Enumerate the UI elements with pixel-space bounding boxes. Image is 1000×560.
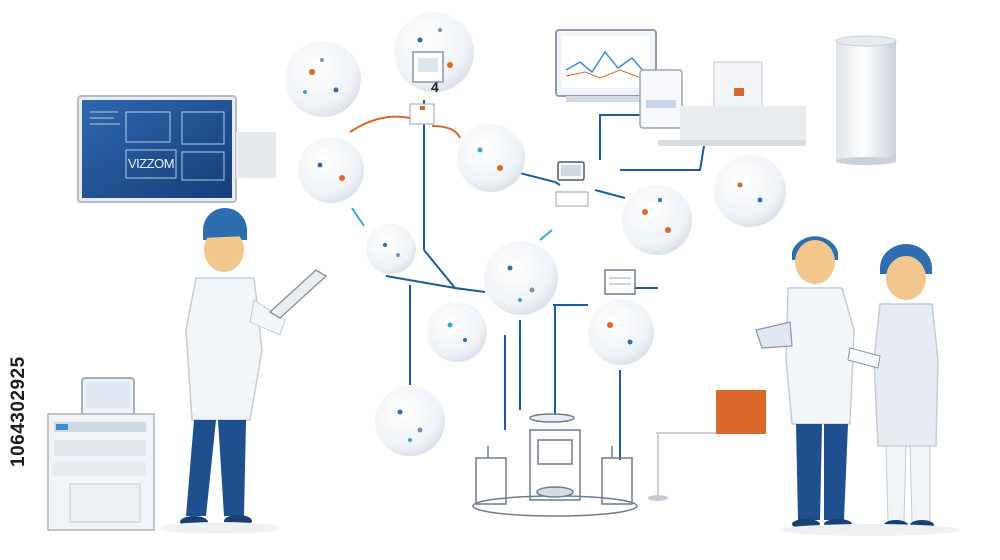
scientist-right-front: [755, 236, 855, 529]
dashboard-monitor: [77, 95, 276, 203]
scientist-right-back: [847, 244, 939, 530]
data-sphere: [457, 124, 525, 192]
floor-shadows: [160, 522, 960, 536]
storage-cylinder: [835, 35, 897, 165]
lab-equipment-top-right: [555, 29, 806, 146]
lab-machine: [472, 413, 638, 517]
monitor-label: VIZZOM: [128, 156, 175, 171]
data-sphere: [366, 224, 416, 274]
orange-box: [716, 390, 766, 434]
data-spheres: [285, 12, 786, 456]
scientist-left: [180, 208, 328, 528]
network-connectors: [349, 100, 706, 460]
data-sphere: [427, 302, 487, 362]
node-card-top: [409, 51, 444, 125]
laptop-node: [555, 161, 589, 207]
card-node: [604, 269, 636, 295]
data-sphere: [484, 241, 558, 315]
data-sphere: [375, 386, 445, 456]
data-sphere: [714, 155, 786, 227]
stock-id: 1064302925: [8, 356, 29, 468]
node-badge: 4: [431, 79, 439, 95]
support-lines: [648, 432, 716, 501]
data-sphere: [285, 41, 361, 117]
server-console: [47, 377, 155, 531]
data-sphere: [298, 137, 364, 203]
data-sphere: [622, 185, 692, 255]
data-sphere: [588, 299, 654, 365]
